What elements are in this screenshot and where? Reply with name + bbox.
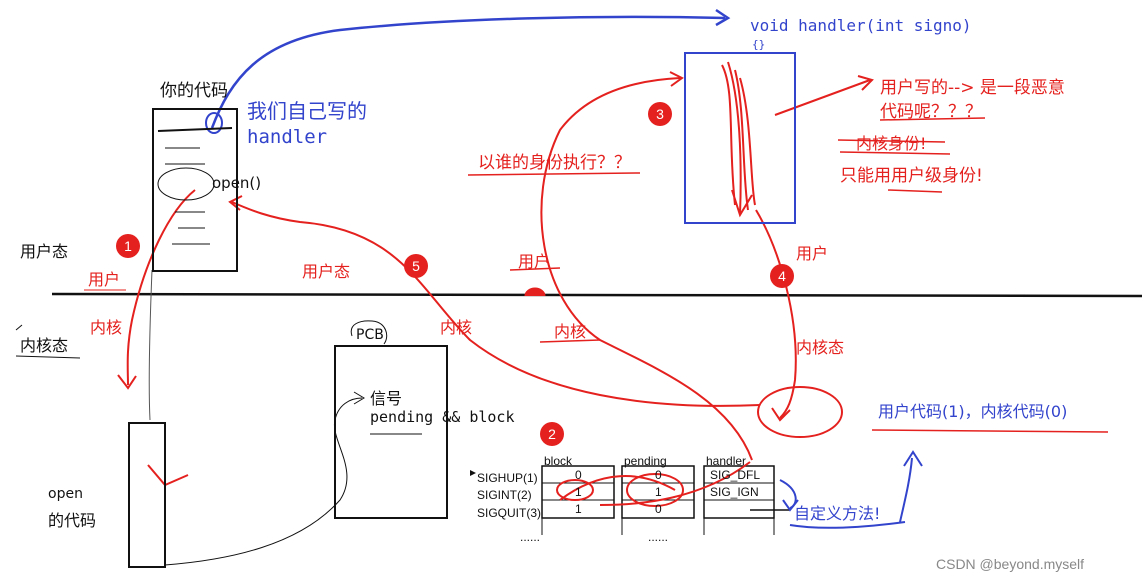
open-code-label: open: [48, 486, 83, 502]
connector-box-to-open: [148, 269, 153, 421]
col-pending: pending: [624, 454, 667, 468]
arrow-step-3: [540, 77, 753, 461]
row-name-1: SIGHUP(1): [477, 471, 538, 485]
arrow-step-1: [126, 189, 196, 386]
open-call-circle: [157, 167, 215, 201]
pending-block-label: pending && block: [370, 408, 515, 426]
mode-divider-line: [51, 292, 1142, 298]
block-circle: [556, 479, 594, 501]
signal-label: 信号: [370, 389, 403, 408]
our-handler-label: 我们自己写的: [247, 99, 367, 123]
blue-arrow-to-handler: [210, 15, 726, 129]
open-call-text: open(): [212, 174, 262, 192]
your-code-title: 你的代码: [160, 81, 228, 101]
col-block: block: [544, 454, 573, 468]
block-value-3: 1: [575, 502, 582, 516]
label-user-mode-5: 用户态: [302, 262, 351, 281]
arrow-to-user-writes: [774, 75, 874, 116]
handler-scribble: [721, 61, 756, 218]
user-kernel-code-note: 用户代码(1)，内核代码(0): [878, 402, 1068, 421]
blue-circle-handler-call: [205, 112, 223, 134]
user-mode-label: 用户态: [20, 242, 69, 261]
kernel-mode-label: 内核态: [20, 336, 69, 355]
label-user-mid: 用户: [518, 252, 551, 271]
pending-value-2: 1: [655, 485, 662, 499]
label-user-4: 用户: [796, 244, 829, 263]
step-3-badge: 3: [648, 102, 672, 126]
pending-value-3: 0: [655, 502, 662, 516]
pending-circle: [626, 473, 684, 507]
handler-box: [684, 52, 796, 224]
table-ellipsis-2: ......: [648, 530, 669, 544]
pending-value-1: 0: [655, 468, 662, 482]
handler-signature: void handler(int signo): [750, 16, 972, 35]
pcb-label: PCB: [356, 327, 384, 343]
arrow-step-4: [755, 209, 797, 419]
code-question-note: 代码呢？？？: [880, 102, 982, 122]
label-kernel-low: 内核: [554, 322, 587, 341]
kernel-identity-note: 内核身份!: [856, 134, 927, 153]
label-kernel-1: 内核: [90, 318, 123, 337]
handler-value-1: SIG_DFL: [710, 468, 761, 482]
connector-open-to-pcb: [164, 397, 363, 566]
open-code-label-2: 的代码: [48, 511, 97, 530]
handler-value-2: SIG_IGN: [710, 485, 759, 499]
step-5-badge: 5: [404, 254, 428, 278]
label-kernel-mid: 内核: [440, 318, 473, 337]
custom-method-label: 自定义方法!: [794, 504, 881, 523]
user-code-box: [152, 108, 238, 272]
col-handler: handler: [706, 454, 747, 468]
handler-body: {}: [752, 38, 766, 51]
blue-arrow-up: [899, 457, 913, 523]
step-1-badge: 1: [116, 234, 140, 258]
row-name-2: SIGINT(2): [477, 488, 532, 502]
row-name-3: SIGQUIT(3): [477, 506, 542, 520]
block-value-1: 0: [575, 468, 582, 482]
user-level-note: 只能用用户级身份!: [840, 166, 983, 186]
arrow-step-5: [231, 201, 761, 407]
open-code-box: [128, 422, 166, 568]
our-handler-label-2: handler: [247, 126, 328, 148]
user-writes-note: 用户写的--> 是一段恶意: [880, 78, 1065, 98]
block-value-2: 1: [575, 485, 582, 499]
who-executes-note: 以谁的身份执行？？: [478, 153, 631, 173]
step-2-badge: 2: [540, 422, 564, 446]
label-kernel-mode-4: 内核态: [796, 338, 845, 357]
watermark: CSDN @beyond.myself: [936, 556, 1085, 572]
table-ellipsis-1: ......: [520, 530, 541, 544]
pcb-box: [334, 345, 448, 519]
label-user-1: 用户: [88, 270, 121, 289]
kernel-loop-circle: [757, 386, 843, 438]
step-4-badge: 4: [770, 264, 794, 288]
